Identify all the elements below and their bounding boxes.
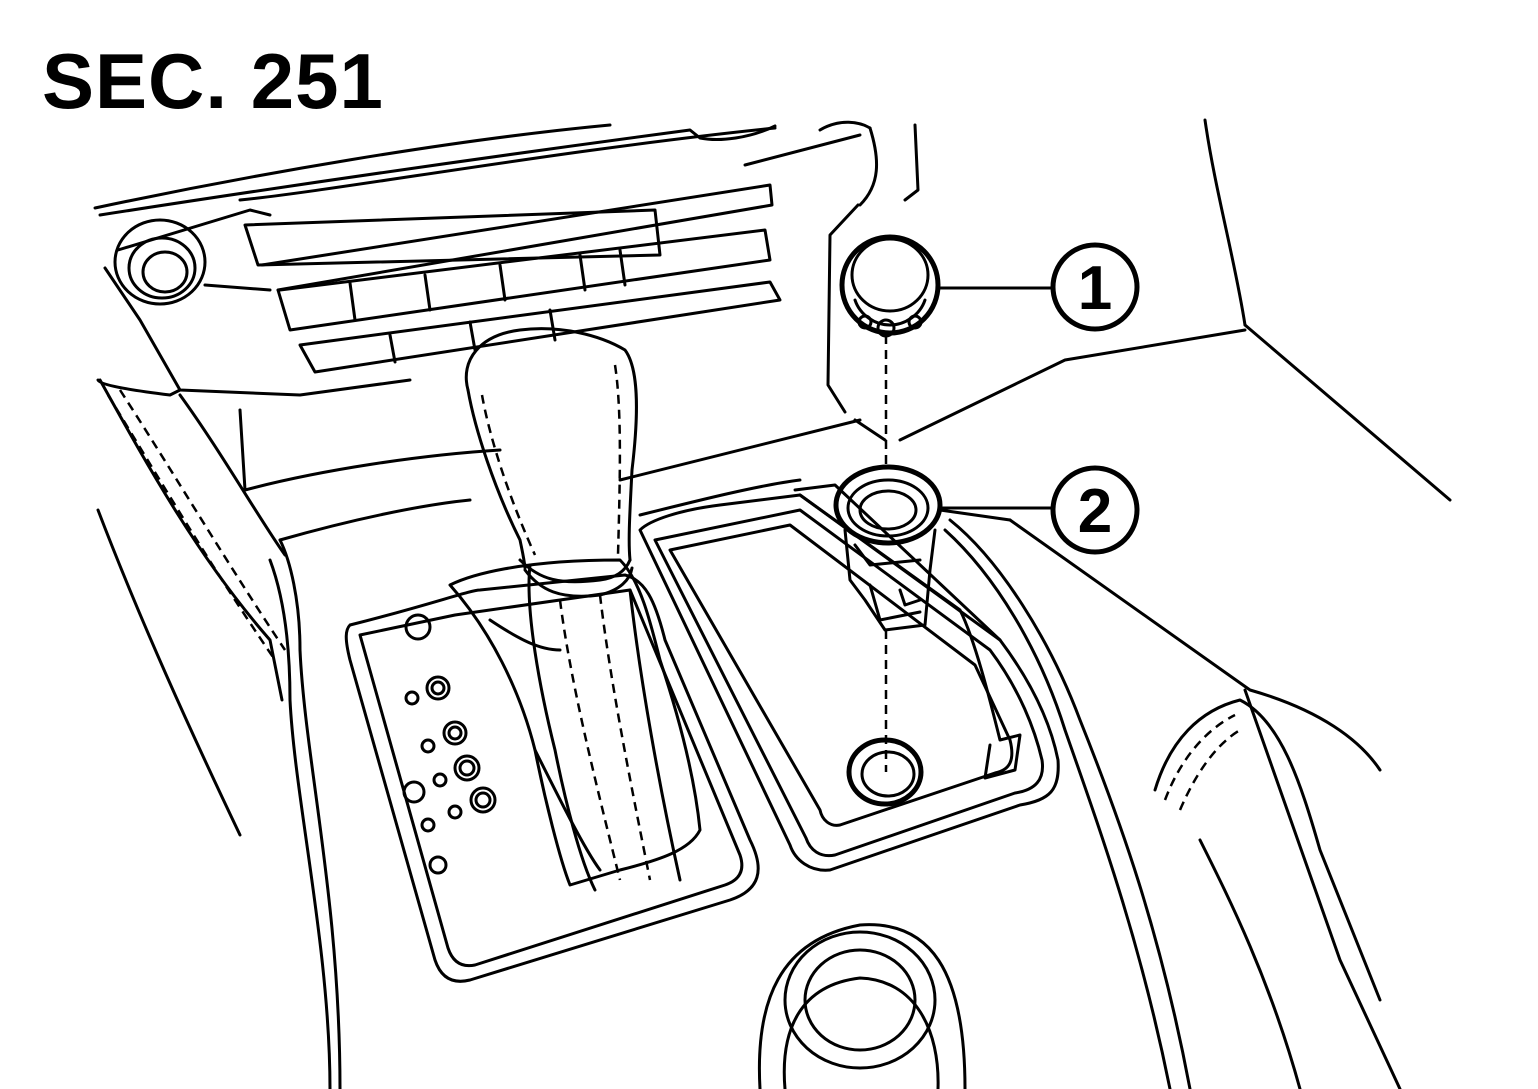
part-1-cap [839,234,941,338]
bottom-knob [757,923,967,1089]
part-2-socket [833,464,943,632]
dashboard-knob [113,208,272,306]
dashboard-panel [93,118,1452,502]
shifter-plate [344,573,760,983]
callout-2: 2 [940,465,1140,555]
shift-lever [448,327,702,892]
console-tray [638,483,1060,872]
right-seat [1153,698,1382,1089]
callout-1-label: 1 [1078,254,1112,323]
section-title: SEC. 251 [42,37,384,125]
center-console [238,408,1402,1089]
callout-1: 1 [938,242,1140,332]
left-panel [96,378,287,837]
callout-2-label: 2 [1078,477,1112,546]
